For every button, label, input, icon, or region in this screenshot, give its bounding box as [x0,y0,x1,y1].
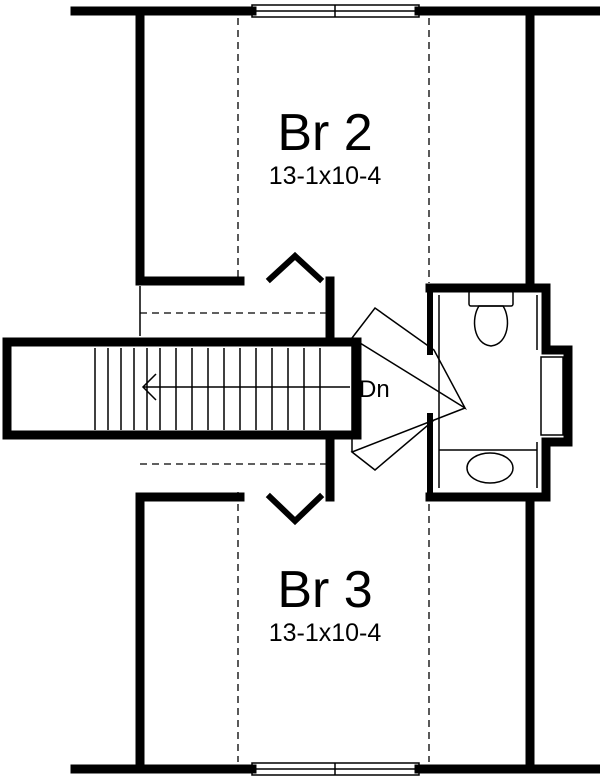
stair-direction-arrow [141,373,350,401]
room-dimensions-br2: 13-1x10-4 [269,162,382,190]
upper-closet-door-swing [265,251,325,284]
staircase [2,337,362,440]
room-name-br2: Br 2 [277,104,372,162]
bathroom [425,283,573,502]
toilet-icon [468,290,514,347]
room-name-br3: Br 3 [277,561,372,619]
room-dimensions-br3: 13-1x10-4 [269,619,382,647]
top-window [251,4,420,18]
lower-stair-partition [135,435,335,502]
stair-down-label: Dn [359,376,390,403]
ceiling-height-lines [140,18,430,762]
lower-closet-door-swing [265,492,325,526]
hall-double-door [350,285,467,495]
bottom-window [251,762,420,776]
upper-stair-partition [135,276,335,340]
sink-icon [466,452,514,484]
